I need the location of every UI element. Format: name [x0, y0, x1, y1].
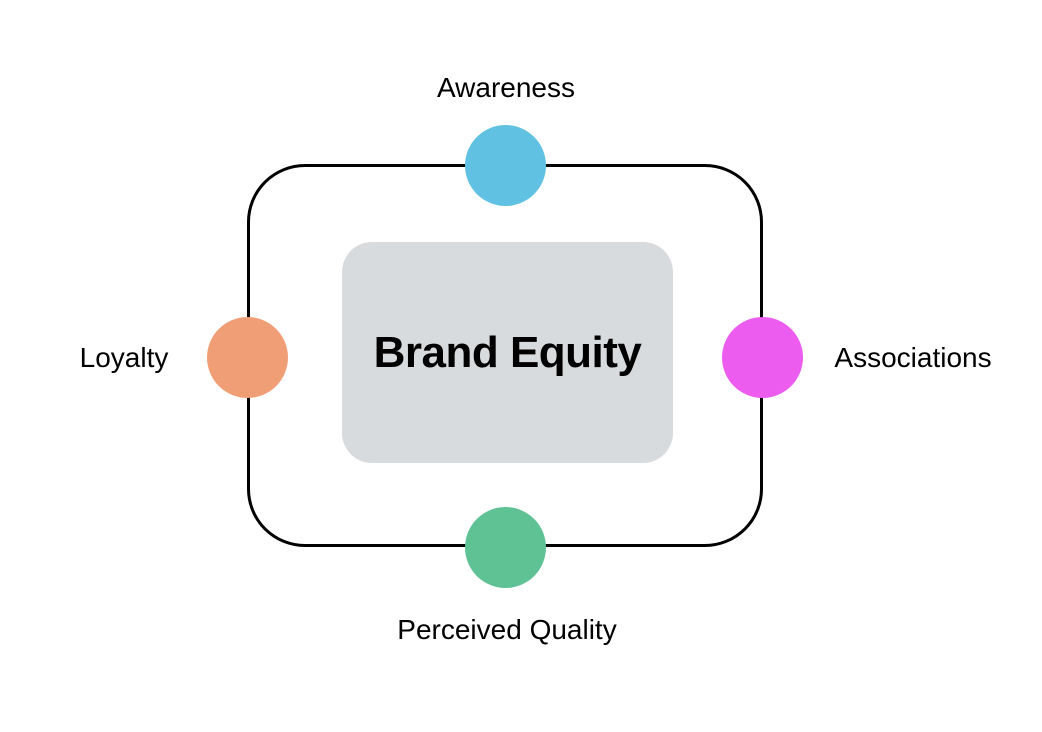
- label-perceived-quality: Perceived Quality: [397, 614, 617, 645]
- node-associations-circle: [722, 317, 803, 398]
- label-loyalty: Loyalty: [79, 342, 169, 373]
- center-box: Brand Equity: [342, 242, 673, 463]
- node-perceived-quality-circle: [465, 507, 546, 588]
- label-associations: Associations: [834, 342, 992, 373]
- label-awareness: Awareness: [436, 72, 576, 103]
- node-awareness-circle: [465, 125, 546, 206]
- node-loyalty-circle: [207, 317, 288, 398]
- diagram-title: Brand Equity: [373, 327, 642, 377]
